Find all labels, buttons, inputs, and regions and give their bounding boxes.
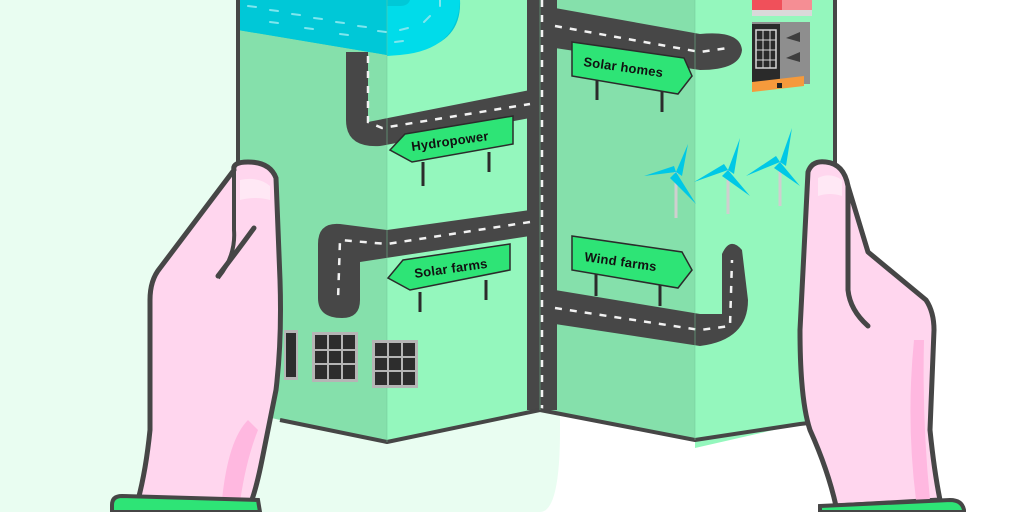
wind-turbine-icon: [746, 128, 800, 206]
solar-panels: [284, 330, 418, 388]
sign-hydropower: Hydropower: [388, 115, 514, 186]
sign-solar-homes: Solar homes: [571, 41, 693, 112]
right-cuff: [818, 497, 966, 512]
road-dashes: [336, 0, 734, 410]
right-hand-shadow: [910, 340, 930, 500]
left-cuff: [110, 493, 263, 512]
solar-panel-icon: [372, 340, 418, 388]
left-hand-shadow: [222, 420, 258, 502]
sign-wind-farms: Wind farms: [571, 235, 693, 306]
wind-turbine-icon: [644, 144, 696, 218]
solar-panel-icon: [284, 330, 298, 380]
solar-panel-icon: [312, 332, 358, 382]
wind-turbine-icon: [694, 138, 750, 214]
road-solar-farms: [318, 210, 530, 318]
solar-house: [752, 0, 812, 92]
left-hand-palm: [135, 159, 283, 508]
main-road: [527, 0, 557, 410]
sign-solar-farms: Solar farms: [386, 243, 511, 312]
folded-map: Hydropower Solar homes Solar farms Wind …: [236, 0, 837, 448]
wind-turbines: [644, 128, 800, 218]
right-hand: [797, 159, 966, 512]
river-dashes: [247, 0, 441, 43]
right-hand-palm: [797, 159, 943, 509]
river-bend: [387, 0, 460, 56]
road-wind-farms: [555, 243, 748, 346]
left-hand: [110, 159, 283, 512]
